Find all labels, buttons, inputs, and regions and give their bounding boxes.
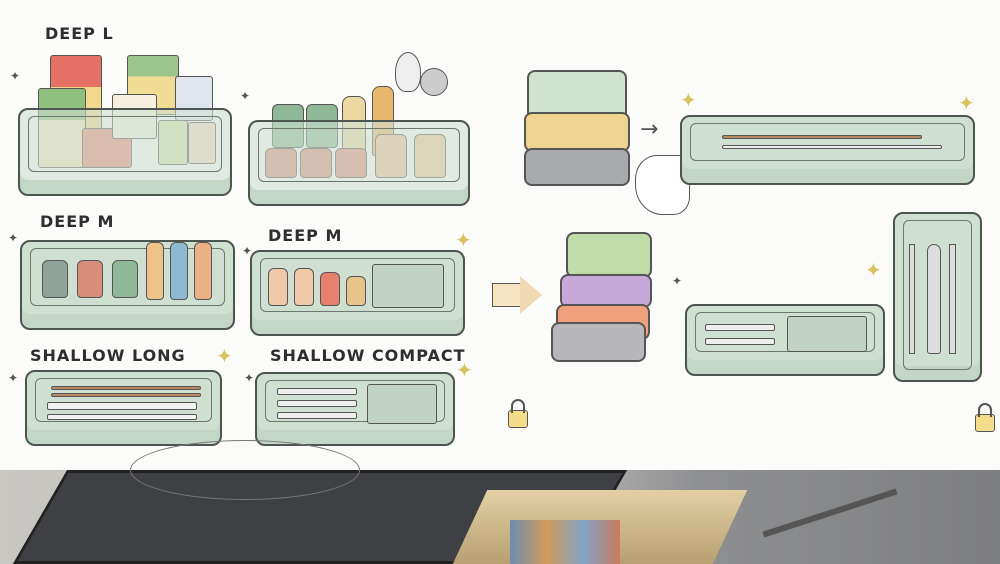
can xyxy=(77,260,103,298)
label-deep-l: DEEP L xyxy=(45,24,114,43)
sparkle-icon: ✦ xyxy=(8,371,19,385)
chopsticks xyxy=(51,393,201,397)
tray-cutlery-flat xyxy=(685,304,885,376)
spoon xyxy=(705,324,775,331)
utensil xyxy=(47,414,197,420)
cutlery-insert xyxy=(372,264,444,308)
spatula xyxy=(47,402,197,410)
whisk-icon xyxy=(395,52,421,92)
sparkle-icon: ✦ xyxy=(456,358,473,382)
sparkle-icon: ✦ xyxy=(672,274,683,288)
container-purple xyxy=(560,274,652,308)
spoon xyxy=(277,388,357,395)
tray-shallow-compact xyxy=(255,372,455,446)
spoon xyxy=(705,338,775,345)
can xyxy=(42,260,68,298)
drawer-handle xyxy=(762,488,898,538)
spice-jar xyxy=(268,268,288,306)
sparkle-icon: ✦ xyxy=(865,258,882,282)
lock-shackle xyxy=(511,399,525,413)
sparkle-icon: ✦ xyxy=(958,91,975,115)
spoon-icon xyxy=(927,244,941,354)
container-gray xyxy=(551,322,646,362)
cutlery-insert xyxy=(367,384,437,424)
sparkle-icon: ✦ xyxy=(244,371,255,385)
container xyxy=(524,148,630,186)
can xyxy=(112,260,138,298)
tray-deep-l-cans xyxy=(248,120,470,206)
sparkle-icon: ✦ xyxy=(680,88,697,112)
cutlery-insert xyxy=(787,316,867,352)
sparkle-icon: ✦ xyxy=(455,228,472,252)
label-deep-m-left: DEEP M xyxy=(40,212,115,231)
tray-deep-m-left xyxy=(20,240,235,330)
knife-icon xyxy=(949,244,956,354)
spice-jar xyxy=(146,242,164,300)
utensil xyxy=(722,145,942,149)
spice-jar xyxy=(346,276,366,306)
tray-deep-l xyxy=(18,108,232,196)
container xyxy=(524,112,630,152)
tray-deep-m-right xyxy=(250,250,465,336)
tray-shallow-long xyxy=(25,370,222,446)
label-shallow-long: SHALLOW LONG xyxy=(30,346,186,365)
arrow-right-icon xyxy=(492,283,522,307)
sparkle-icon: ✦ xyxy=(242,244,253,258)
sparkle-icon: ✦ xyxy=(8,231,19,245)
spice-jar xyxy=(294,268,314,306)
lock-shackle xyxy=(978,403,992,417)
spice-jar xyxy=(170,242,188,300)
fork-icon xyxy=(909,244,915,354)
arrow-right-icon: → xyxy=(640,117,659,142)
spoon xyxy=(277,412,357,419)
sparkle-icon: ✦ xyxy=(240,89,251,103)
spice-jar xyxy=(320,272,340,306)
ladle-icon xyxy=(420,68,448,96)
container-green xyxy=(566,232,652,278)
fork xyxy=(277,400,357,407)
drawer-jars xyxy=(510,520,620,564)
burner-ring xyxy=(130,440,360,500)
label-deep-m-right: DEEP M xyxy=(268,226,343,245)
tray-long-utensils xyxy=(680,115,975,185)
spice-jar xyxy=(194,242,212,300)
chopsticks xyxy=(722,135,922,139)
tray-cutlery-vertical xyxy=(893,212,982,382)
label-shallow-compact: SHALLOW COMPACT xyxy=(270,346,466,365)
sparkle-icon: ✦ xyxy=(10,69,21,83)
kitchen-photo xyxy=(0,440,1000,564)
arrow-head xyxy=(520,276,542,314)
sparkle-icon: ✦ xyxy=(216,344,233,368)
chopsticks xyxy=(51,386,201,390)
